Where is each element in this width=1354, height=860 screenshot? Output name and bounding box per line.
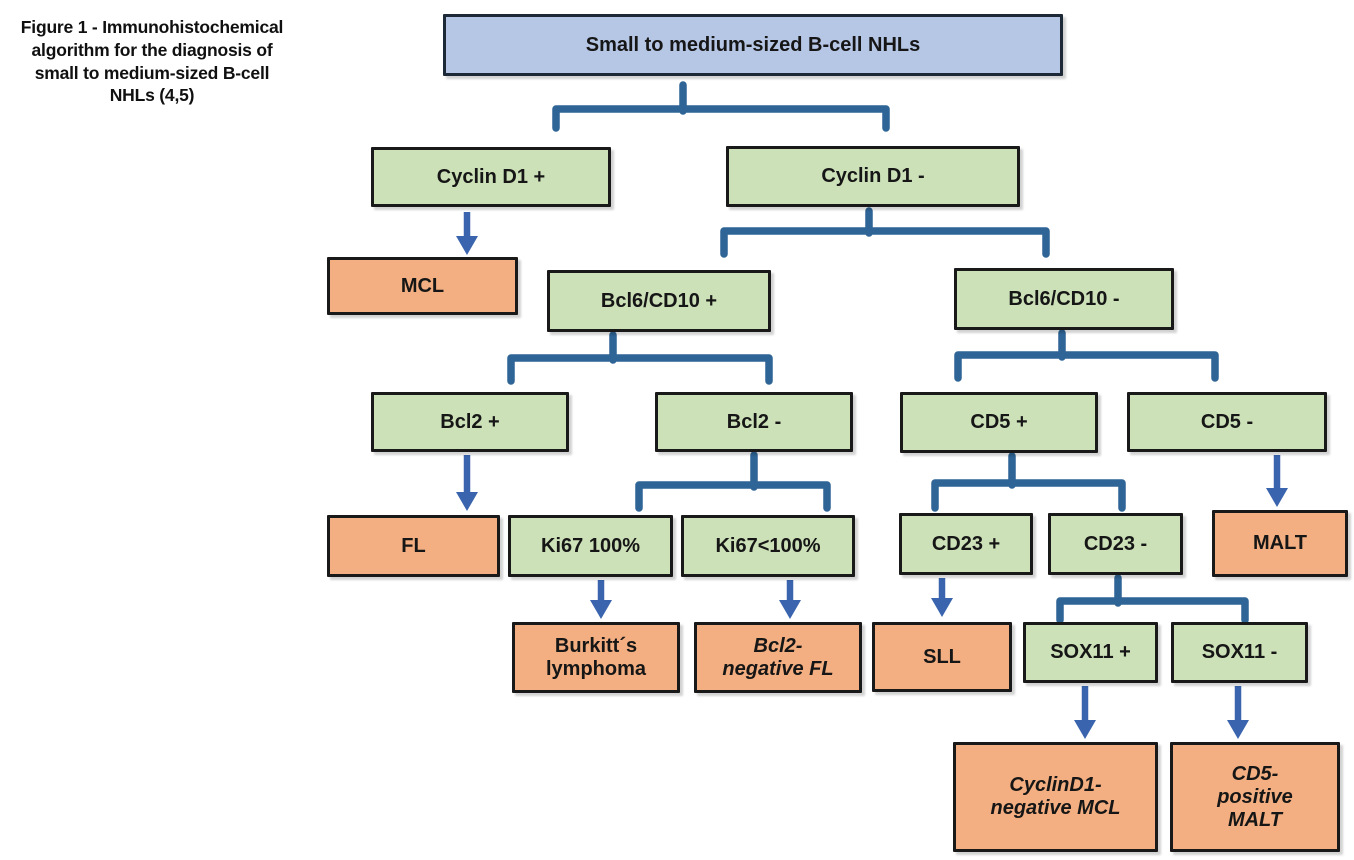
arrow-sox11pos-to-cyclind1negmcl [1074, 686, 1096, 739]
connector-bcl2neg-split [635, 451, 831, 512]
node-bcl6-cd10-pos: Bcl6/CD10 + [547, 270, 771, 332]
node-cd5-neg: CD5 - [1127, 392, 1327, 452]
connector-cd5pos-split [931, 452, 1126, 512]
arrow-cyclind1pos-to-mcl [456, 212, 478, 255]
node-ki67-100: Ki67 100% [508, 515, 673, 577]
arrow-cd5neg-to-malt [1266, 455, 1288, 507]
node-cyclin-d1-neg: Cyclin D1 - [726, 146, 1020, 207]
connector-bcl6cd10pos-split [507, 331, 773, 385]
figure-caption: Figure 1 - Immunohistochemical algorithm… [20, 17, 284, 106]
connector-bcl6cd10neg-split [954, 329, 1219, 382]
node-cd5-pos: CD5 + [900, 392, 1098, 453]
node-cd23-pos: CD23 + [899, 513, 1033, 575]
arrow-bcl2pos-to-fl [456, 455, 478, 511]
connector-cd23neg-split [1056, 574, 1249, 624]
arrow-cd23pos-to-sll [931, 578, 953, 617]
node-root: Small to medium-sized B-cell NHLs [443, 14, 1063, 76]
node-sll: SLL [872, 622, 1012, 692]
node-ki67-lt-100: Ki67<100% [681, 515, 855, 577]
node-cd23-neg: CD23 - [1048, 513, 1183, 575]
node-cd5-positive-malt: CD5- positive MALT [1170, 742, 1340, 852]
node-mcl: MCL [327, 257, 518, 315]
node-burkitts-lymphoma: Burkitt´s lymphoma [512, 622, 680, 693]
node-bcl6-cd10-neg: Bcl6/CD10 - [954, 268, 1174, 330]
node-bcl2-negative-fl: Bcl2- negative FL [694, 622, 862, 693]
arrow-sox11neg-to-cd5posmalt [1227, 686, 1249, 739]
node-bcl2-pos: Bcl2 + [371, 392, 569, 452]
node-bcl2-neg: Bcl2 - [655, 392, 853, 452]
arrow-ki67lt100-to-bcl2negfl [779, 580, 801, 619]
node-fl: FL [327, 515, 500, 577]
node-sox11-neg: SOX11 - [1171, 622, 1308, 683]
node-cyclin-d1-pos: Cyclin D1 + [371, 147, 611, 207]
arrow-ki67100-to-burkitts [590, 580, 612, 619]
connector-root-split [552, 81, 890, 132]
node-malt: MALT [1212, 510, 1348, 577]
connector-cyclind1neg-split [720, 207, 1050, 258]
node-cyclin-d1-negative-mcl: CyclinD1- negative MCL [953, 742, 1158, 852]
node-sox11-pos: SOX11 + [1023, 622, 1158, 683]
